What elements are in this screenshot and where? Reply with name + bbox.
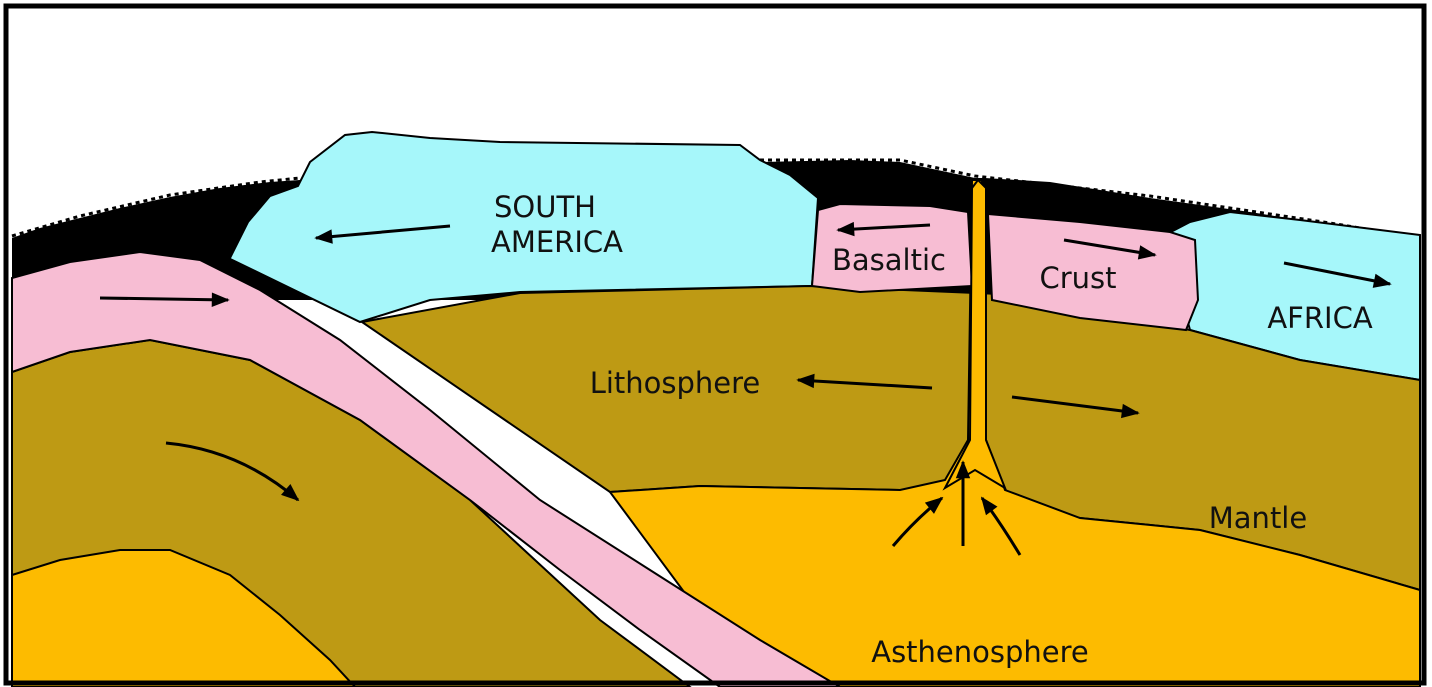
label-south-america-1: SOUTH <box>494 190 596 224</box>
label-africa: AFRICA <box>1267 301 1372 335</box>
label-basaltic: Basaltic <box>832 243 946 277</box>
label-south-america-2: AMERICA <box>491 225 623 259</box>
arrow-icon <box>100 298 228 300</box>
label-mantle: Mantle <box>1209 501 1307 535</box>
label-asthenosphere: Asthenosphere <box>871 635 1089 669</box>
label-crust: Crust <box>1039 261 1116 295</box>
label-lithosphere: Lithosphere <box>590 366 761 400</box>
